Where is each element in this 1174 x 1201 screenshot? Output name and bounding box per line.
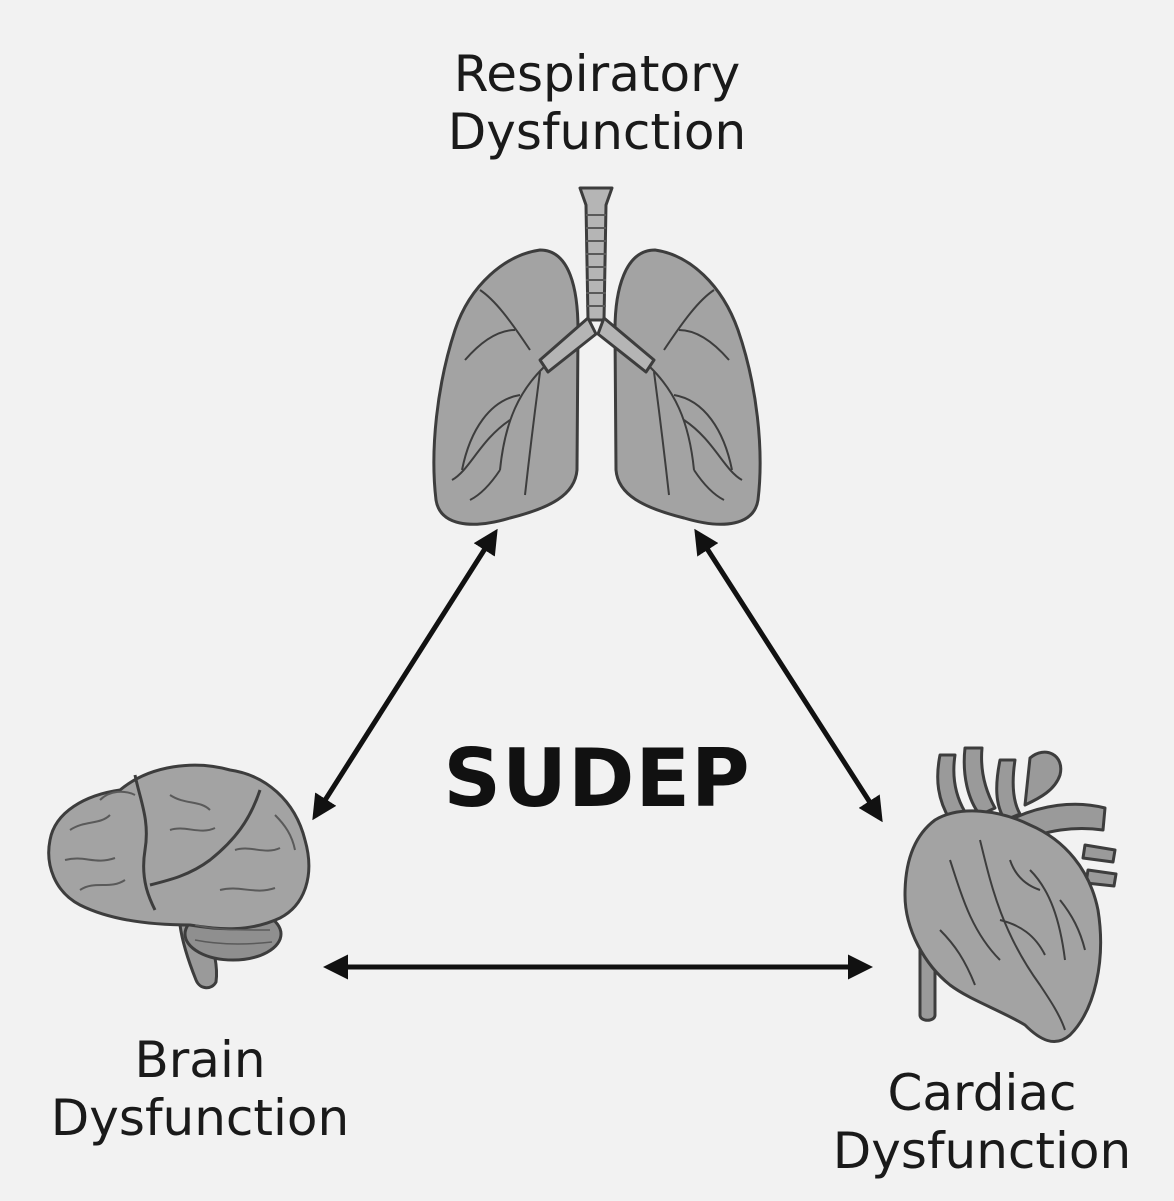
arrows [312,528,883,980]
respiratory-label-line2: Dysfunction [447,103,747,161]
cardiac-label-line2: Dysfunction [832,1122,1132,1180]
brain-icon [47,763,311,990]
heart-icon [903,746,1118,1043]
sudep-title: SUDEP [443,732,751,825]
cardiac-dysfunction-label: Cardiac Dysfunction [790,1064,1174,1180]
arrow-brain-respiratory [312,528,498,821]
brain-label-line1: Brain [134,1031,266,1089]
cardiac-label-line1: Cardiac [887,1064,1077,1122]
brain-dysfunction-label: Brain Dysfunction [0,1031,400,1147]
brain-label-line2: Dysfunction [50,1089,350,1147]
arrow-respiratory-cardiac [694,528,883,823]
respiratory-label-line1: Respiratory [453,45,741,103]
lungs-icon [432,186,762,526]
respiratory-dysfunction-label: Respiratory Dysfunction [387,45,807,161]
